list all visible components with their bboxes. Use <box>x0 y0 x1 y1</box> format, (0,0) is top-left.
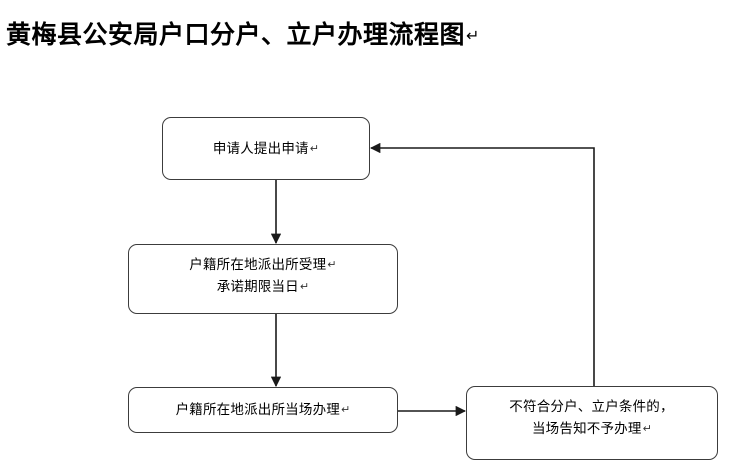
node-line: 户籍所在地派出所受理↵ <box>189 254 336 276</box>
paragraph-mark-icon: ↵ <box>466 26 480 45</box>
page-title: 黄梅县公安局户口分户、立户办理流程图↵ <box>6 15 480 51</box>
paragraph-mark-icon: ↵ <box>299 280 310 293</box>
edge-reject-to-applicant <box>369 142 595 386</box>
paragraph-mark-icon: ↵ <box>340 403 351 416</box>
node-police-station-accepts[interactable]: 户籍所在地派出所受理↵ 承诺期限当日↵ <box>128 244 398 314</box>
node-police-station-processes-on-site[interactable]: 户籍所在地派出所当场办理↵ <box>128 387 398 433</box>
node-not-meeting-conditions-notify-on-site[interactable]: 不符合分户、立户条件的， 当场告知不予办理↵ <box>466 386 718 460</box>
node-text: 户籍所在地派出所受理 <box>189 257 327 273</box>
paragraph-mark-icon: ↵ <box>327 258 337 271</box>
node-line: 申请人提出申请↵ <box>213 138 319 160</box>
node-line: 不符合分户、立户条件的， <box>509 396 674 418</box>
node-text: 户籍所在地派出所当场办理 <box>175 402 340 418</box>
node-applicant-submits-application[interactable]: 申请人提出申请↵ <box>162 117 370 180</box>
node-text: 当场告知不予办理 <box>531 421 642 437</box>
node-text: 承诺期限当日 <box>216 279 299 295</box>
paragraph-mark-icon: ↵ <box>642 422 653 435</box>
node-line: 当场告知不予办理↵ <box>532 418 652 440</box>
node-text: 不符合分户、立户条件的， <box>509 399 674 415</box>
node-text: 申请人提出申请 <box>212 140 309 157</box>
node-line: 户籍所在地派出所当场办理↵ <box>176 399 351 421</box>
page-title-text: 黄梅县公安局户口分户、立户办理流程图 <box>6 20 466 49</box>
paragraph-mark-icon: ↵ <box>309 141 320 155</box>
node-line: 承诺期限当日↵ <box>217 276 310 298</box>
